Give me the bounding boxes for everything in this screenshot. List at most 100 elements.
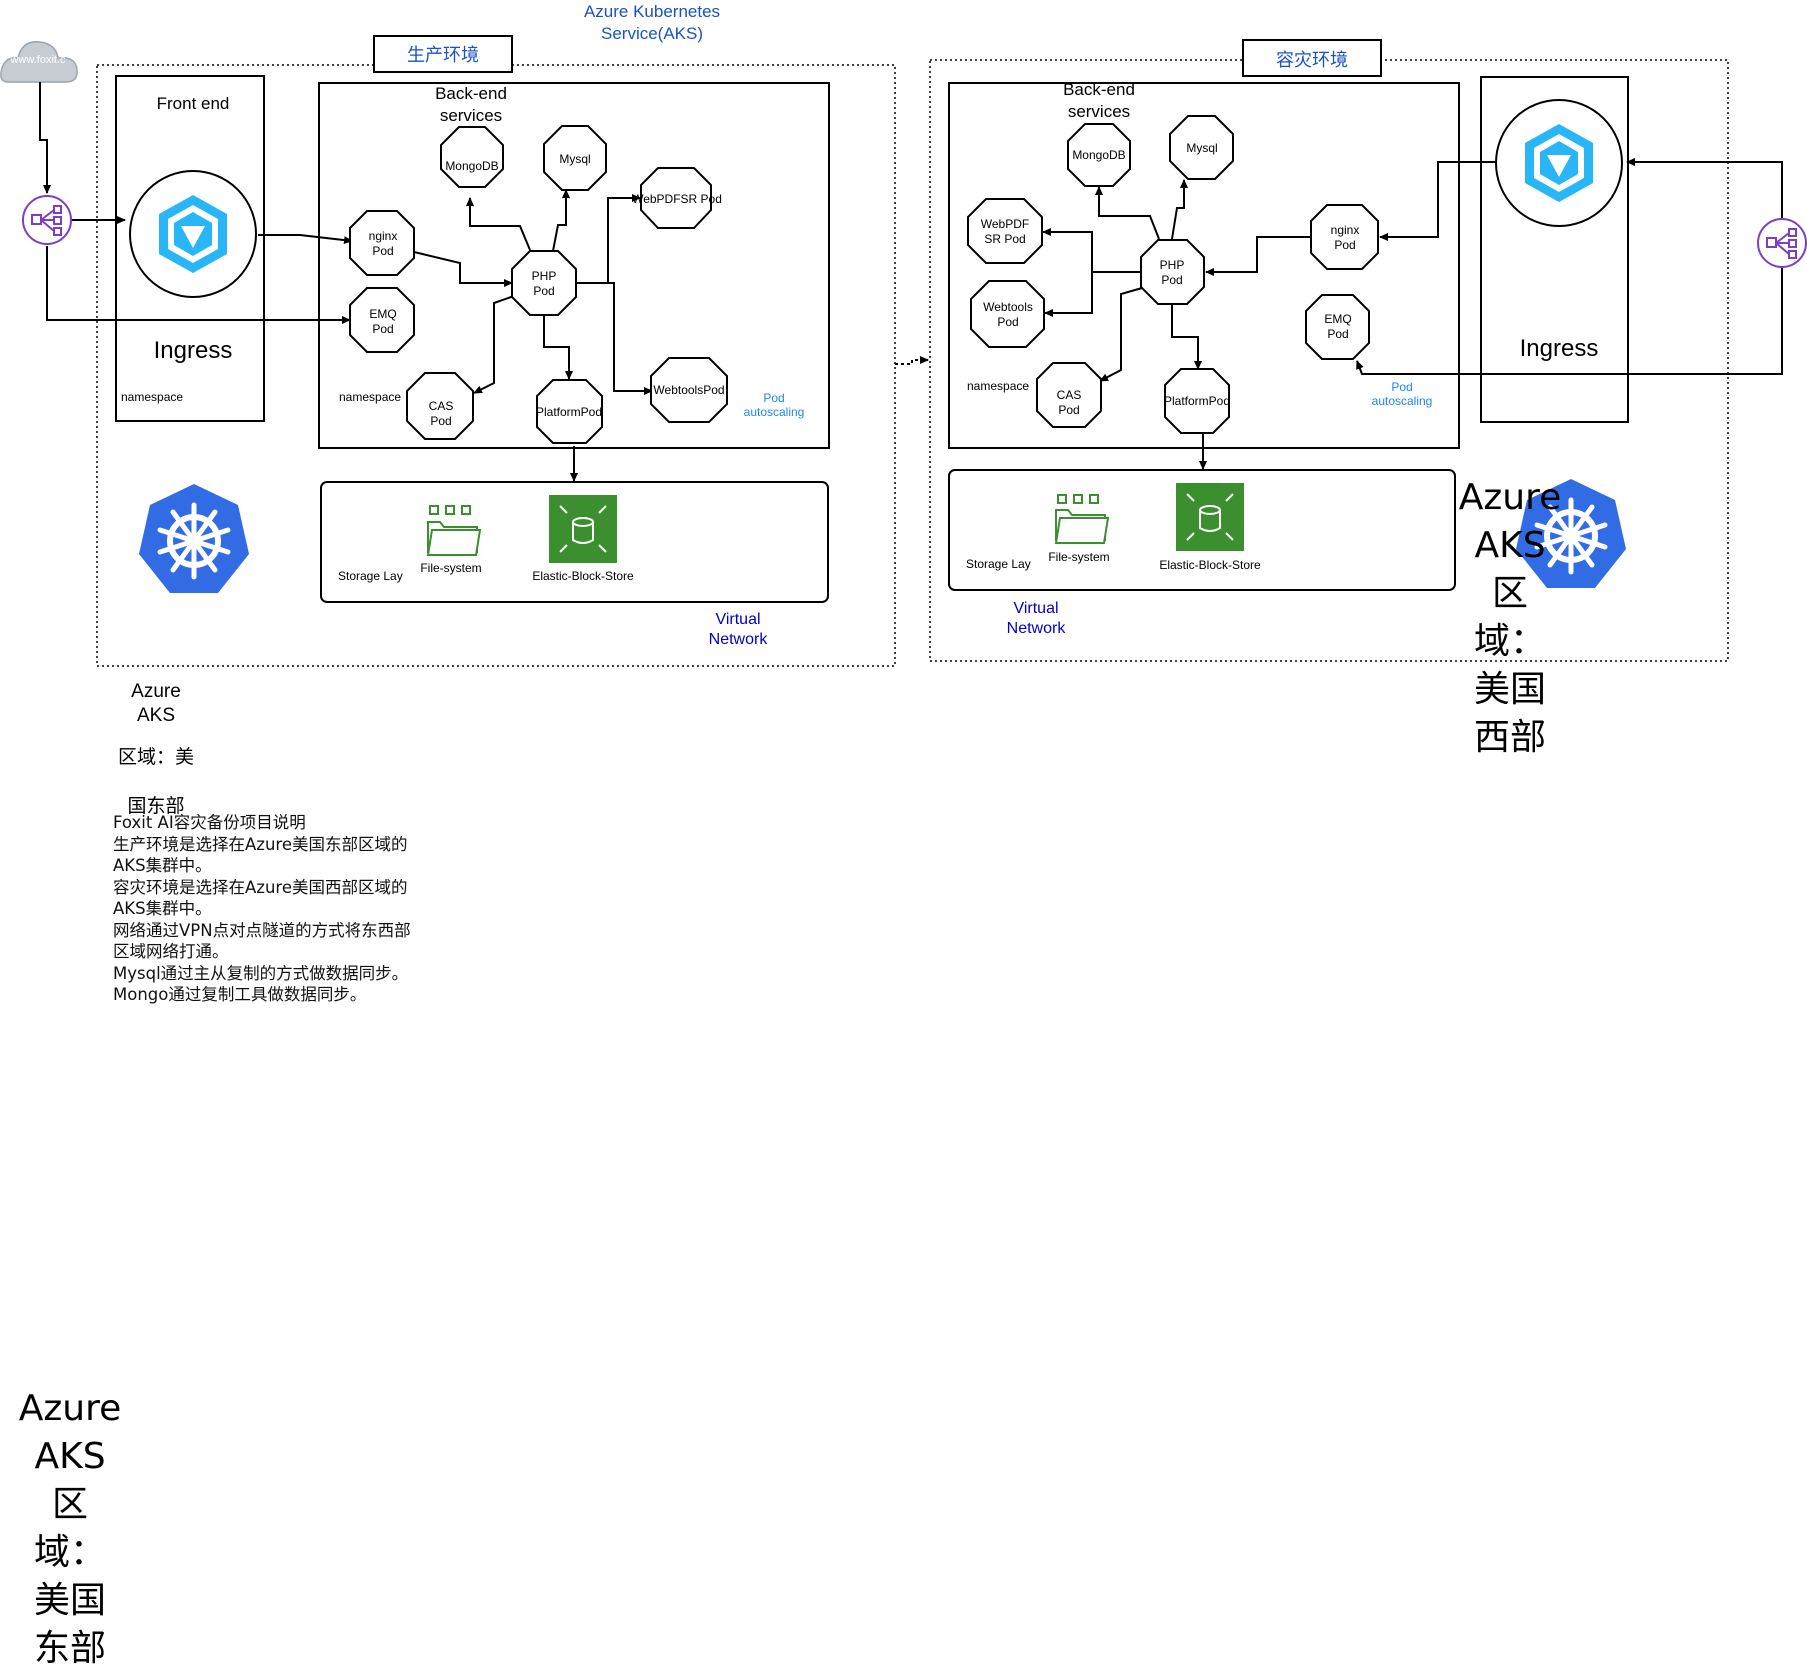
bottom-region-line: AKS [34,1436,106,1477]
dr-ingress-box [1480,76,1629,423]
dr-vnet-line1: Virtual [1013,600,1058,617]
pod-platform [536,379,603,444]
dr-pod-mongodb [1067,123,1131,187]
dr-pod-php-label2: Pod [1161,273,1182,287]
pod-nginx-label1: nginx [369,229,398,243]
cloud-icon [0,41,78,83]
autoscaling-line2: autoscaling [744,405,805,419]
note-line: Mysql通过主从复制的方式做数据同步。 [113,963,409,983]
dr-env-label: 容灾环境 [1276,50,1348,70]
dr-region-line: AKS [1474,525,1546,566]
ingress-label: Ingress [154,337,233,364]
vnet-line1: Virtual [715,611,760,628]
bottom-region-line: 区 [51,1484,88,1525]
dr-pod-php-label1: PHP [1160,258,1185,272]
note-line: 生产环境是选择在Azure美国东部区域的 [113,834,408,854]
frontend-title: Front end [157,94,230,113]
dr-kubernetes-icon [1516,479,1626,588]
kubernetes-icon [139,484,249,593]
dr-pod-platform [1164,368,1230,434]
pod-emq-label1: EMQ [369,307,396,321]
backend-title-line2: services [440,106,502,125]
note-line: Foxit AI容灾备份项目说明 [113,813,306,832]
pod-php-label2: Pod [533,284,554,298]
dr-pod-mongodb-label: MongoDB [1072,148,1125,162]
aks-title-line1: Azure Kubernetes [584,2,720,21]
dr-pod-nginx-label2: Pod [1334,238,1355,252]
region-line4: 国东部 [127,795,184,817]
dr-region-line: 西部 [1473,717,1546,758]
dr-vnet-line2: Network [1007,620,1067,637]
dr-region-line: 域： [1473,621,1546,662]
dr-env-box [1242,39,1382,77]
pod-mysql-label: Mysql [559,152,590,166]
load-balancer-icon [22,195,72,245]
dr-region-text: Azure AKS 区 域： 美国 西部 [1440,474,1580,762]
region-line3: 区域：美 [118,746,194,768]
pod-cas [406,372,474,440]
region-line2: AKS [137,705,175,726]
frontend-namespace: namespace [121,390,183,404]
dr-pod-webtools [970,280,1045,348]
dr-pod-cas-label1: CAS [1057,388,1082,402]
pod-php [511,250,577,316]
dr-pod-webpdf [967,198,1043,264]
dr-pod-webtools-label1: Webtools [983,300,1033,314]
dr-pod-nginx-label1: nginx [1331,223,1360,237]
frontend-box [115,75,265,422]
dr-pod-nginx [1310,204,1379,270]
pod-mongodb-label: MongoDB [445,159,498,173]
pod-webpdfsr [640,167,712,229]
storage-layer-box [320,481,829,603]
dr-pod-emq-label2: Pod [1327,327,1348,341]
note-line: AKS集群中。 [113,899,212,918]
dr-backend-title-line1: Back-end [1063,80,1135,99]
dr-storage-label: Storage Lay [966,557,1031,571]
production-env-box [373,35,513,73]
bottom-region-text: Azure AKS 区 域： 美国 东部 [0,1385,140,1673]
vnet-line2: Network [709,631,769,648]
dr-load-balancer-icon [1757,218,1807,268]
dr-pod-cas [1036,362,1102,428]
pod-webtools-label: WebtoolsPod [653,383,724,397]
pod-nginx-label2: Pod [372,244,393,258]
note-line: Mongo通过复制工具做数据同步。 [113,985,367,1004]
dr-ebs-label: Elastic-Block-Store [1159,558,1261,572]
file-system-label: File-system [420,561,481,575]
bottom-region-line: 域： [33,1532,106,1573]
pod-emq [349,287,415,353]
pod-platform-label: PlatformPod [536,405,602,419]
dr-pod-webpdf-label1: WebPDF [981,217,1029,231]
dr-pod-mysql [1169,115,1234,180]
elastic-block-store-icon [549,495,617,563]
dr-region-line: Azure [1458,477,1562,518]
production-env-label: 生产环境 [407,45,479,65]
dr-ingress-icon [1525,124,1593,202]
bottom-region-line: 美国 [33,1580,106,1621]
note-line: 区域网络打通。 [113,942,229,961]
pod-cas-label2: Pod [430,414,451,428]
dr-file-system-label: File-system [1048,550,1109,564]
bottom-region-line: 东部 [33,1628,106,1669]
dr-pod-php [1140,239,1205,305]
dr-backend-title-line2: services [1068,102,1130,121]
pod-cas-label1: CAS [429,399,454,413]
dr-pod-emq [1305,294,1370,360]
dr-backend-namespace: namespace [967,379,1029,393]
pod-mongodb [440,126,504,188]
dr-file-system-icon [1054,494,1110,544]
dr-autoscaling-line2: autoscaling [1372,394,1433,408]
aks-title-line2: Service(AKS) [601,24,703,43]
note-line: AKS集群中。 [113,856,212,875]
dr-elastic-block-store-icon [1176,483,1244,551]
pod-nginx [349,210,415,276]
pod-webtools [650,357,728,423]
autoscaling-line1: Pod [763,391,784,405]
dr-pod-emq-label1: EMQ [1324,312,1351,326]
project-description: Foxit AI容灾备份项目说明 生产环境是选择在Azure美国东部区域的 AK… [113,812,473,1006]
dr-storage-layer-box [948,469,1456,591]
note-line: 容灾环境是选择在Azure美国西部区域的 [113,877,408,897]
dr-pod-webtools-label2: Pod [997,315,1018,329]
dr-pod-webpdf-label2: SR Pod [984,232,1025,246]
dr-autoscaling-line1: Pod [1391,380,1412,394]
